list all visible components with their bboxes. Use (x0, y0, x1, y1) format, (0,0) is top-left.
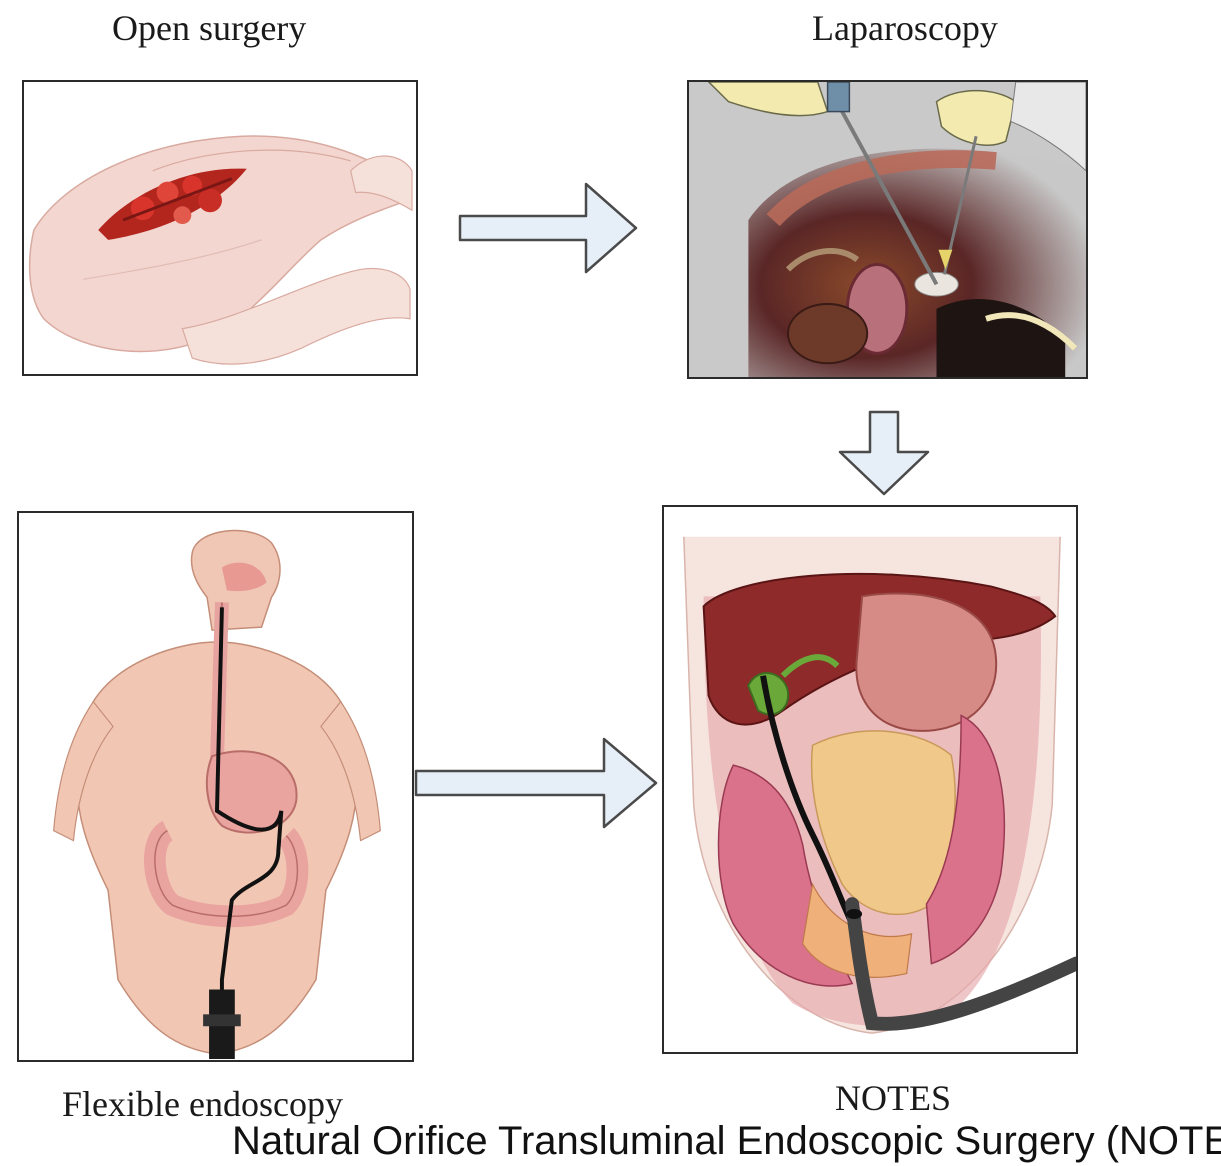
flexible-endoscopy-panel (17, 511, 414, 1062)
laparoscopy-label: Laparoscopy (812, 10, 998, 46)
notes-panel (662, 505, 1078, 1054)
arrow-laparoscopy-to-notes (836, 410, 932, 496)
laparoscopy-panel (687, 80, 1088, 379)
open-surgery-label: Open surgery (112, 10, 306, 46)
arrow-endoscopy-to-notes (414, 735, 660, 831)
notes-illustration (664, 507, 1076, 1052)
notes-caption: Natural Orifice Transluminal Endoscopic … (232, 1121, 1221, 1161)
notes-label: NOTES (835, 1080, 951, 1116)
flexible-endoscopy-label: Flexible endoscopy (62, 1086, 343, 1122)
flexible-endoscopy-illustration (19, 513, 412, 1060)
laparoscopy-illustration (689, 82, 1086, 377)
open-surgery-panel (22, 80, 418, 376)
arrow-open-to-laparoscopy (458, 180, 640, 276)
open-surgery-illustration (24, 82, 416, 374)
